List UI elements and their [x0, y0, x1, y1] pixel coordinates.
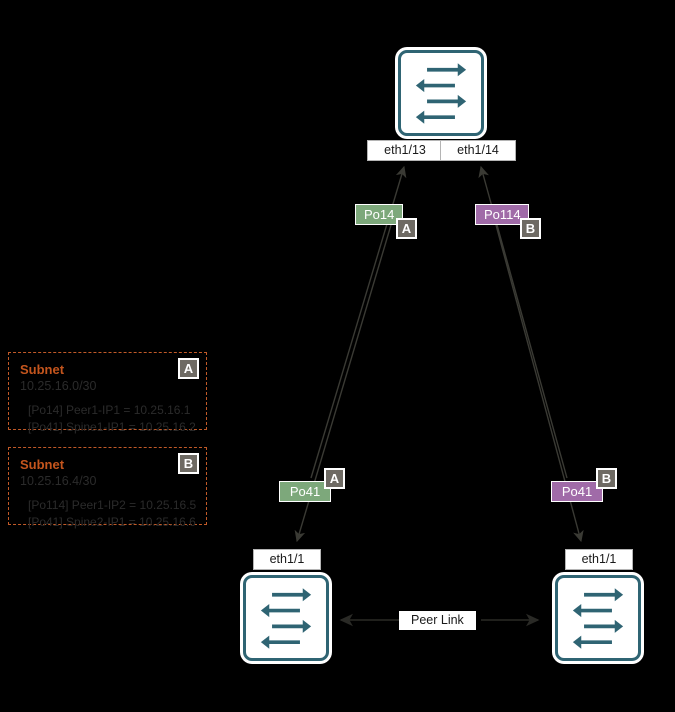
portchannel-peer-po114[interactable]: Po114 [475, 204, 529, 225]
switch-icon [415, 63, 467, 124]
badge-subnet-a: A [178, 358, 199, 379]
subnet-b-title: Subnet [20, 457, 65, 472]
peer-link-label: Peer Link [399, 611, 476, 630]
switch-icon [572, 588, 624, 649]
subnet-b-assignment-1: [Po114] Peer1-IP2 = 10.25.16.5 [28, 498, 197, 512]
port-label-eth1-14[interactable]: eth1/14 [440, 140, 516, 161]
badge-subnet-b: B [178, 453, 199, 474]
subnet-box-b: Subnet 10.25.16.4/30 [Po114] Peer1-IP2 =… [8, 447, 207, 529]
badge-peer-po114-b: B [520, 218, 541, 239]
switch-icon [260, 588, 312, 649]
badge-spine2-po41-b: B [596, 468, 617, 489]
subnet-a-title: Subnet [20, 362, 65, 377]
subnet-a-assignment-1: [Po14] Peer1-IP1 = 10.25.16.1 [28, 403, 191, 417]
subnet-b-assignment-2: [Po41] Spine2-IP1 = 10.25.16.6 [28, 515, 196, 529]
subnet-a-cidr: 10.25.16.0/30 [20, 379, 97, 393]
subnet-b-cidr: 10.25.16.4/30 [20, 474, 97, 488]
portchannel-spine2-po41[interactable]: Po41 [551, 481, 603, 502]
subnet-a-assignment-2: [Po41] Spine1-IP1 = 10.25.16.2 [28, 420, 196, 434]
port-label-spine1-eth1-1[interactable]: eth1/1 [253, 549, 321, 570]
subnet-box-a: Subnet 10.25.16.0/30 [Po14] Peer1-IP1 = … [8, 352, 207, 434]
portchannel-spine1-po41[interactable]: Po41 [279, 481, 331, 502]
port-label-spine2-eth1-1[interactable]: eth1/1 [565, 549, 633, 570]
port-label-eth1-13[interactable]: eth1/13 [367, 140, 443, 161]
spine1-switch[interactable] [243, 575, 329, 661]
peer-switch[interactable] [398, 50, 484, 136]
portchannel-peer-po14[interactable]: Po14 [355, 204, 403, 225]
spine2-switch[interactable] [555, 575, 641, 661]
badge-peer-po14-a: A [396, 218, 417, 239]
badge-spine1-po41-a: A [324, 468, 345, 489]
